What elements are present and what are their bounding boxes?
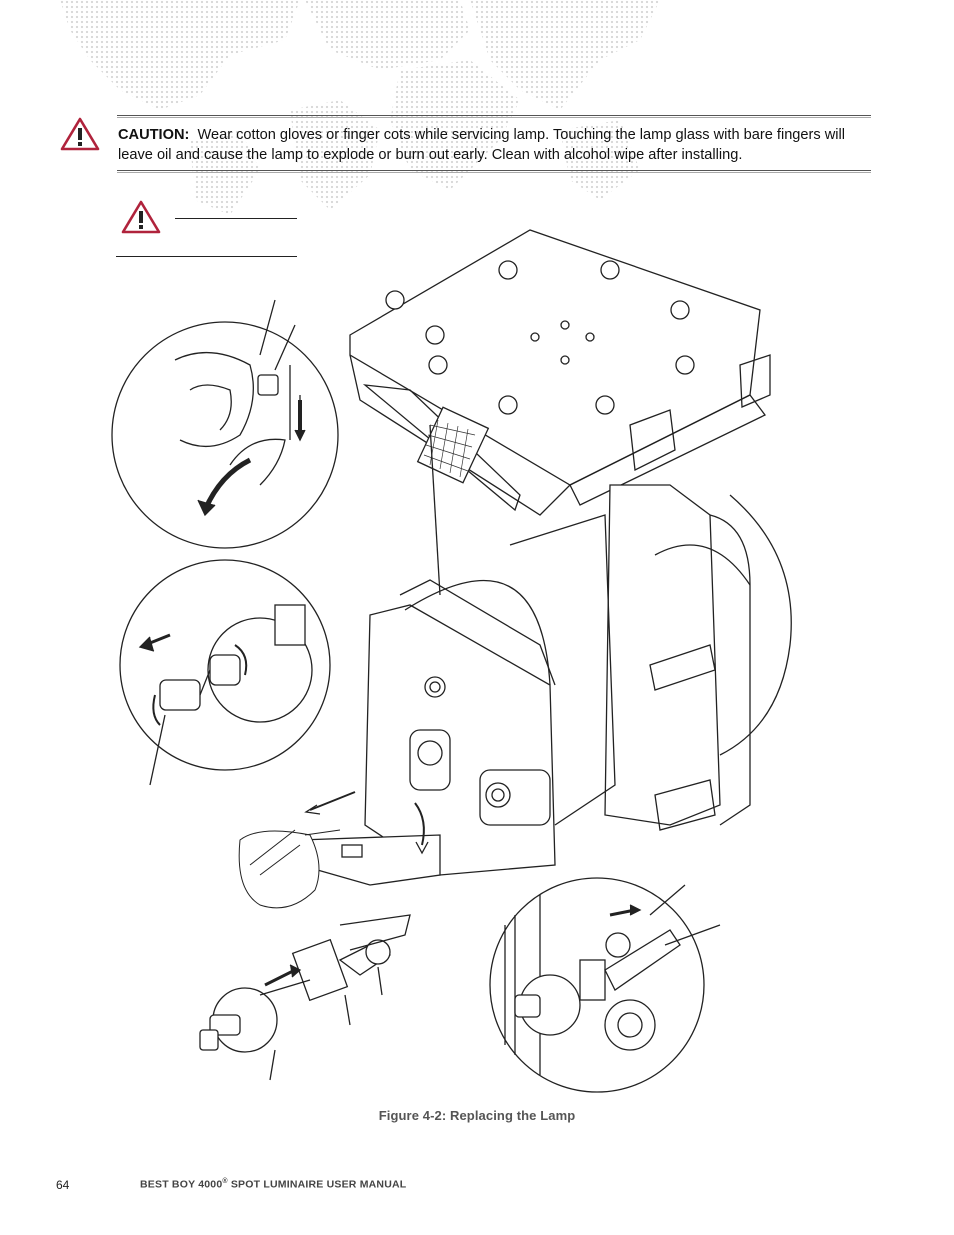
- page-number: 64: [56, 1178, 70, 1192]
- detail-circle-lamp-socket: [119, 559, 331, 786]
- footer-title-suffix: SPOT LUMINAIRE USER MANUAL: [227, 1178, 407, 1191]
- detail-circle-latch: [111, 299, 339, 549]
- caution-bottom-rule-light: [117, 172, 871, 173]
- caution-label: CAUTION:: [118, 127, 190, 143]
- warning-box-bottom-rule: [116, 256, 297, 257]
- world-map-background: [60, 0, 660, 215]
- caution-body: Wear cotton gloves or finger cots while …: [118, 127, 846, 163]
- fixture-lamp-housing: [299, 424, 616, 886]
- footer-title-prefix: BEST BOY 4000: [140, 1178, 223, 1191]
- caution-top-rule-light: [117, 117, 871, 118]
- caution-note: CAUTION: Wear cotton gloves or finger co…: [118, 125, 878, 165]
- fixture-top-cover: [349, 229, 771, 516]
- registered-mark: ®: [222, 1178, 228, 1185]
- lamp-exploded-view: [199, 914, 411, 1081]
- detail-circle-installed-lamp: [489, 877, 721, 1093]
- figure-caption: Figure 4-2: Replacing the Lamp: [378, 1108, 576, 1123]
- warning-box-top-rule: [175, 218, 297, 219]
- warning-triangle-icon: [60, 117, 100, 151]
- fixture-yoke: [604, 484, 792, 831]
- caution-top-rule: [117, 115, 871, 116]
- lamp-replacement-illustration: [111, 229, 792, 1093]
- hand-removing-lamp: [238, 829, 341, 909]
- warning-triangle-icon: [121, 200, 161, 234]
- footer-manual-title: BEST BOY 4000® SPOT LUMINAIRE USER MANUA…: [140, 1178, 406, 1191]
- caution-bottom-rule: [117, 170, 871, 171]
